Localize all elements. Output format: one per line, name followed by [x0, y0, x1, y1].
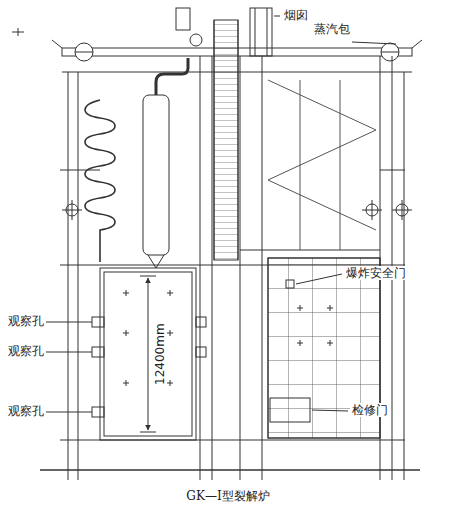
stair	[268, 80, 376, 250]
part-label: 检修门	[350, 403, 390, 417]
stack-wall	[214, 20, 238, 260]
stack-ladder	[214, 20, 238, 260]
radiant-box	[100, 268, 196, 440]
leader-line	[312, 410, 348, 411]
coil-cylinder	[143, 95, 169, 255]
part-label: 观察孔	[6, 404, 46, 418]
mark	[12, 28, 24, 36]
part-label: 烟囱	[282, 8, 310, 22]
leader-line	[352, 42, 396, 44]
part-label: 蒸汽包	[312, 22, 352, 36]
mark	[297, 305, 333, 346]
leader-line	[296, 274, 342, 284]
valve	[190, 34, 202, 46]
dimension-label: 12400mm	[153, 321, 167, 387]
dimension-line	[148, 278, 149, 430]
crosshair	[62, 200, 412, 220]
part-label: 观察孔	[6, 314, 46, 328]
caption: GK—I型裂解炉	[186, 488, 269, 505]
observation-port	[46, 317, 206, 417]
chimney-wall	[255, 8, 267, 56]
part-label: 爆炸安全门	[344, 266, 408, 280]
chimney-vent	[176, 8, 190, 30]
coil-pipe	[156, 58, 188, 95]
ground-line	[40, 469, 420, 471]
serpentine-coil	[85, 100, 115, 262]
radiant-lining	[104, 272, 192, 436]
chimney	[250, 8, 272, 56]
maintenance-door	[270, 398, 310, 422]
coil-outlet	[148, 255, 164, 268]
explosion-door	[286, 280, 294, 288]
leader-line	[274, 16, 280, 17]
part-label: 观察孔	[6, 344, 46, 358]
